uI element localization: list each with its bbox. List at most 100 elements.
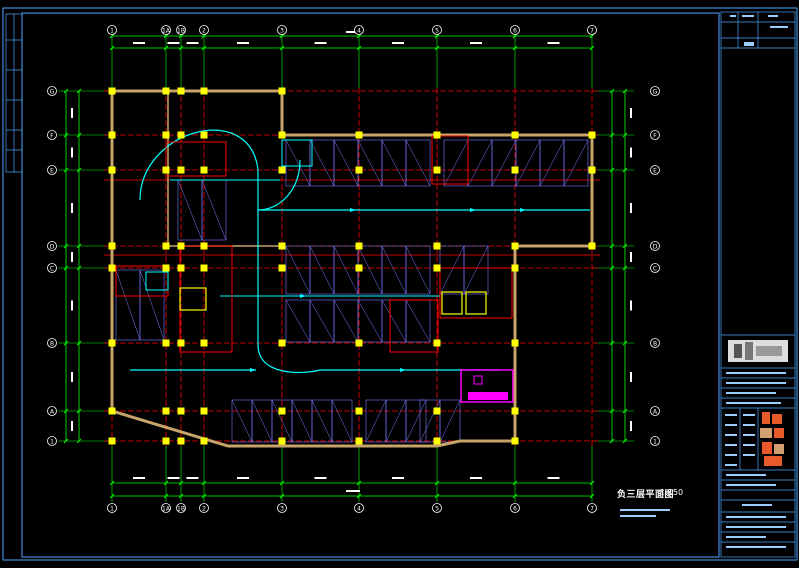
axis-bubble-label: 5 xyxy=(435,506,439,513)
parking-stall-diagonal xyxy=(291,399,313,443)
column xyxy=(588,242,596,250)
axis-bubble-label: 3 xyxy=(280,28,284,35)
column xyxy=(200,264,208,272)
column xyxy=(108,407,116,415)
dimension-lines xyxy=(58,30,634,502)
column xyxy=(355,437,363,445)
column xyxy=(162,131,170,139)
axis-bubble xyxy=(47,241,57,251)
parking-stall-diagonal xyxy=(251,399,273,443)
parking-stall-diagonal xyxy=(491,139,517,187)
dimension-label-mark xyxy=(630,421,632,431)
axis-bubble-label: 1 xyxy=(653,439,657,446)
dimension-label-mark xyxy=(470,477,482,479)
axis-bubble xyxy=(587,503,597,513)
parking-stall-diagonal xyxy=(381,299,407,343)
axis-bubble xyxy=(650,436,660,446)
parking-stall-diagonal xyxy=(463,245,489,295)
column xyxy=(162,242,170,250)
axis-bubble xyxy=(510,503,520,513)
column xyxy=(200,407,208,415)
parking-stall-diagonal xyxy=(385,399,407,443)
axis-bubble-label: 4 xyxy=(357,506,361,513)
parking-stall xyxy=(405,399,427,443)
parking-stall xyxy=(331,399,353,443)
dimension-label-mark xyxy=(71,372,73,382)
axis-bubble xyxy=(161,25,171,35)
parking-stall-diagonal xyxy=(333,299,359,343)
axis-bubble-label: E xyxy=(50,168,54,175)
dimension-label-mark xyxy=(133,477,145,479)
column xyxy=(177,407,185,415)
plan-title: 负三层平面图 xyxy=(617,490,675,500)
dimension-label-mark xyxy=(547,42,560,44)
column xyxy=(162,437,170,445)
axis-bubble xyxy=(47,436,57,446)
core-room xyxy=(115,265,169,297)
parking-stall-diagonal xyxy=(365,399,387,443)
equipment-box xyxy=(473,375,483,385)
plan-scale: 1:150 xyxy=(660,488,684,497)
axis-bubble xyxy=(432,25,442,35)
axis-bubble xyxy=(47,263,57,273)
parking-stall-diagonal xyxy=(381,139,407,187)
axis-bubble xyxy=(47,338,57,348)
parking-stall-diagonal xyxy=(115,269,141,341)
lane-arrow xyxy=(520,208,526,212)
column xyxy=(177,166,185,174)
plan-notes xyxy=(620,506,670,517)
axis-bubble xyxy=(432,503,442,513)
axis-bubble-label: 1B xyxy=(177,28,185,35)
column xyxy=(511,264,519,272)
column xyxy=(108,131,116,139)
title-block-fills xyxy=(726,15,788,548)
rooms xyxy=(115,135,514,403)
parking-stall-diagonal xyxy=(381,245,407,295)
column xyxy=(355,131,363,139)
column xyxy=(511,437,519,445)
dimension-label-mark xyxy=(237,42,249,44)
axis-bubble xyxy=(277,503,287,513)
stair xyxy=(441,291,463,315)
axis-bubble-label: A xyxy=(653,409,658,416)
column xyxy=(511,131,519,139)
parking-stall-diagonal xyxy=(309,299,335,343)
parking-stall-diagonal xyxy=(563,139,589,187)
stair xyxy=(179,287,207,311)
column xyxy=(355,407,363,415)
parking-stall-diagonal xyxy=(467,139,493,187)
dimension-label-mark xyxy=(237,477,249,479)
parking-stall-diagonal xyxy=(405,299,431,343)
core-room xyxy=(439,267,513,319)
stair xyxy=(465,291,487,315)
axis-bubble-label: 7 xyxy=(590,506,594,513)
axis-bubble xyxy=(354,25,364,35)
core-room xyxy=(389,299,439,353)
column xyxy=(278,166,286,174)
column xyxy=(433,166,441,174)
parking-stall-diagonal xyxy=(231,399,253,443)
column xyxy=(177,264,185,272)
parking-stall-diagonal xyxy=(285,299,311,343)
column xyxy=(433,242,441,250)
column xyxy=(177,339,185,347)
dimension-label-mark xyxy=(470,42,482,44)
inner-wall xyxy=(167,91,282,247)
dimension-label-mark xyxy=(392,477,404,479)
axis-bubble-label: 6 xyxy=(513,28,517,35)
title-block xyxy=(720,11,796,558)
column xyxy=(355,166,363,174)
column xyxy=(108,437,116,445)
axis-bubble xyxy=(650,406,660,416)
column xyxy=(162,166,170,174)
parking-stall-diagonal xyxy=(405,399,427,443)
columns xyxy=(108,87,596,445)
dimension-label-mark xyxy=(346,31,360,33)
axis-bubble-label: G xyxy=(50,89,55,96)
parking-stall-diagonal xyxy=(285,139,311,187)
dimension-label-mark xyxy=(186,42,199,44)
dimension-label-mark xyxy=(167,42,180,44)
column xyxy=(278,131,286,139)
dimension-label-mark xyxy=(71,421,73,431)
